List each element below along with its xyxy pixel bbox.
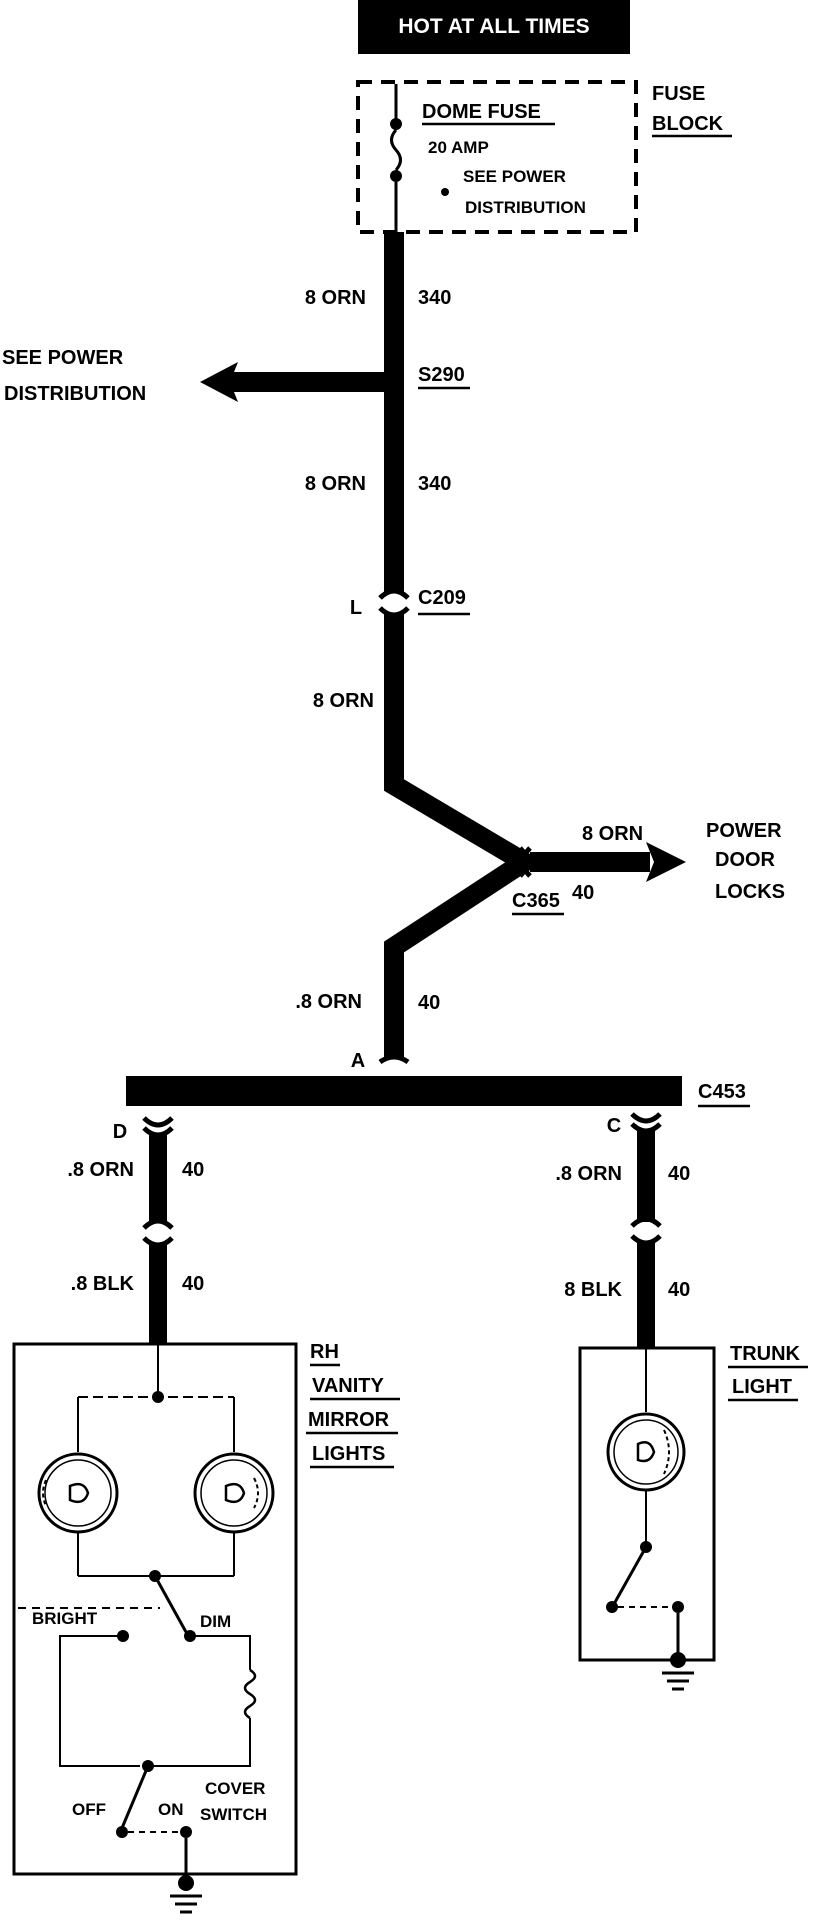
- wire-w3-gauge: 8 ORN: [313, 690, 374, 712]
- wire-zigzag: [384, 614, 543, 1057]
- trunk-switch-contact-right: [672, 1601, 684, 1613]
- branch-right-arrow: [646, 842, 686, 882]
- bright-label: BRIGHT: [32, 1609, 98, 1628]
- vanity-box: [12, 1342, 298, 1876]
- connector-right-inline-icon: [630, 1216, 662, 1246]
- connector-c209-pin: L: [350, 597, 362, 619]
- on-label: ON: [158, 1800, 184, 1819]
- trunk-label-line2: LIGHT: [732, 1376, 792, 1398]
- fuse-block-note-line2: DISTRIBUTION: [465, 198, 586, 217]
- vanity-label-line2: VANITY: [312, 1375, 385, 1397]
- off-contact: [116, 1826, 128, 1838]
- wire-w9-circuit: 40: [668, 1279, 690, 1301]
- connector-c453-pin-d: D: [113, 1121, 127, 1143]
- dim-circuit-wire: [190, 1635, 251, 1670]
- wire-w2-circuit: 340: [418, 473, 451, 495]
- connector-c453-top-icon: [378, 1054, 410, 1065]
- wire-main-upper: [384, 232, 404, 592]
- power-door-locks-line2: DOOR: [715, 849, 776, 871]
- branch-left-line2: DISTRIBUTION: [4, 383, 146, 405]
- connector-c453-pin-a: A: [351, 1050, 365, 1072]
- trunk-ground-icon: [662, 1652, 694, 1691]
- connector-c453-bar: [126, 1076, 682, 1106]
- vanity-label-line4: LIGHTS: [312, 1443, 385, 1465]
- power-door-locks-line3: LOCKS: [715, 881, 785, 903]
- connector-left-icon: [142, 1116, 174, 1138]
- fuse-block-label-line1: FUSE: [652, 83, 705, 105]
- wire-w6-gauge: .8 ORN: [67, 1159, 134, 1181]
- cover-switch-line2: SWITCH: [200, 1805, 267, 1824]
- vanity-lamp-right-icon: [193, 1452, 275, 1534]
- wire-w5-circuit: 40: [418, 992, 440, 1014]
- vanity-ground-icon: [170, 1875, 202, 1914]
- wire-w8-gauge: .8 ORN: [555, 1163, 622, 1185]
- cover-switch-blade: [120, 1765, 150, 1829]
- trunk-switch-contact-left: [606, 1601, 618, 1613]
- wire-w7-gauge: .8 BLK: [71, 1273, 135, 1295]
- wire-w6-circuit: 40: [182, 1159, 204, 1181]
- fuse-block-bus-dot: [441, 188, 449, 196]
- connector-c365-label: C365: [512, 890, 560, 912]
- trunk-lamp-icon: [606, 1412, 686, 1492]
- connector-left-inline-icon: [142, 1218, 174, 1248]
- wire-w9-gauge: 8 BLK: [564, 1279, 622, 1301]
- bright-circuit-wire: [59, 1635, 140, 1767]
- fuse-block-label-line2: BLOCK: [652, 113, 724, 135]
- wire-w1-gauge: 8 ORN: [305, 287, 366, 309]
- wire-left-upper: [149, 1134, 167, 1222]
- connector-c209-icon: [378, 588, 410, 618]
- wire-branch-left: [230, 372, 388, 392]
- trunk-label-line1: TRUNK: [730, 1343, 801, 1365]
- trunk-switch-blade: [612, 1546, 648, 1605]
- branch-left-line1: SEE POWER: [2, 347, 124, 369]
- dim-resistor-icon: [243, 1668, 257, 1720]
- wire-w8-circuit: 40: [668, 1163, 690, 1185]
- connector-c365-icon: [518, 846, 532, 878]
- wire-w4-gauge: 8 ORN: [582, 823, 643, 845]
- fuse-rating: 20 AMP: [428, 138, 489, 157]
- splice-label: S290: [418, 364, 465, 386]
- branch-left-arrow: [200, 362, 238, 402]
- vanity-label-line1: RH: [310, 1341, 339, 1363]
- bright-dim-switch-blade: [153, 1575, 188, 1633]
- wire-w2-gauge: 8 ORN: [305, 473, 366, 495]
- off-label: OFF: [72, 1800, 106, 1819]
- resistor-return-wire: [148, 1718, 251, 1767]
- wire-right-upper: [637, 1130, 655, 1222]
- cover-switch-line1: COVER: [205, 1779, 265, 1798]
- wire-w5-gauge: .8 ORN: [295, 991, 362, 1013]
- header-label: HOT AT ALL TIMES: [398, 15, 589, 38]
- vanity-label-line3: MIRROR: [308, 1409, 390, 1431]
- wire-w4-circuit: 40: [572, 882, 594, 904]
- dome-fuse-label: DOME FUSE: [422, 101, 541, 123]
- wire-left-lower: [149, 1244, 167, 1344]
- dim-label: DIM: [200, 1612, 231, 1631]
- connector-c209-label: C209: [418, 587, 466, 609]
- wire-branch-right: [530, 852, 650, 872]
- dome-fuse-icon: [390, 84, 402, 232]
- header-banner: [358, 0, 630, 54]
- wire-right-lower: [637, 1242, 655, 1348]
- power-door-locks-line1: POWER: [706, 820, 782, 842]
- vanity-lamp-left-icon: [37, 1452, 119, 1534]
- connector-right-icon: [630, 1112, 662, 1134]
- connector-c453-label: C453: [698, 1081, 746, 1103]
- on-contact: [180, 1826, 192, 1838]
- fuse-block-box: [356, 80, 638, 234]
- wire-w7-circuit: 40: [182, 1273, 204, 1295]
- fuse-block-note-line1: SEE POWER: [463, 167, 566, 186]
- connector-c453-pin-c: C: [607, 1115, 621, 1137]
- wire-w1-circuit: 340: [418, 287, 451, 309]
